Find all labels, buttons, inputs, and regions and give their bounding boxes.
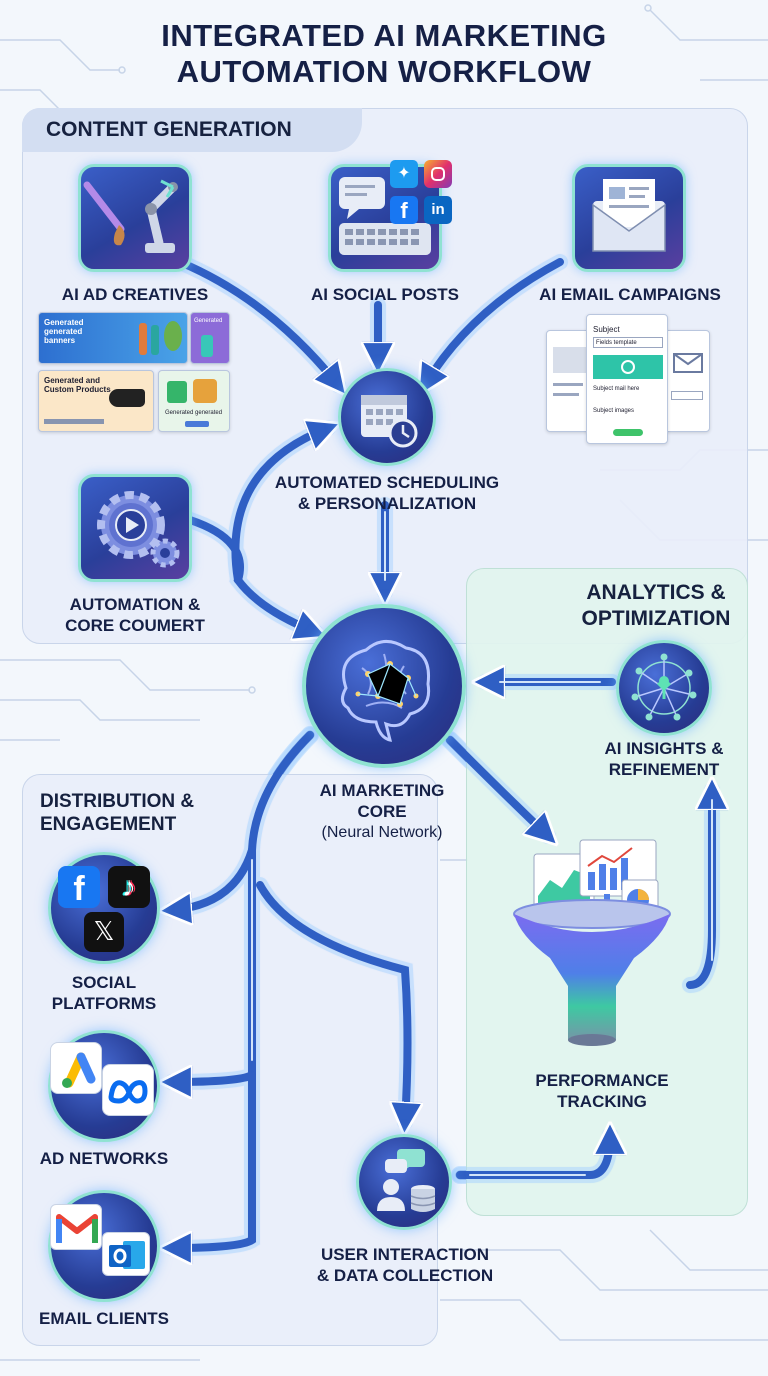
ad-creatives-node — [78, 164, 192, 272]
social-platforms-label: SOCIAL PLATFORMS — [51, 973, 157, 1013]
ad-networks-label: AD NETWORKS — [39, 1149, 169, 1168]
ad-creatives-label: AI AD CREATIVES — [61, 285, 209, 304]
user-interaction-label: USER INTERACTION & DATA COLLECTION — [316, 1245, 494, 1285]
section-content-generation: CONTENT GENERATION — [46, 118, 292, 141]
section-distribution: DISTRIBUTION & ENGAGEMENT — [40, 791, 195, 835]
email-mockup-right — [664, 330, 710, 432]
automation-node — [78, 474, 192, 582]
x-icon: 𝕏 — [84, 912, 124, 952]
funnel-chart-icon — [513, 839, 671, 1046]
scheduling-label: AUTOMATED SCHEDULING & PERSONALIZATION — [274, 473, 500, 513]
email-mockup-center: Subject Fields template Subject mail her… — [586, 314, 668, 444]
facebook-icon: f — [58, 866, 100, 908]
insights-node — [616, 640, 712, 736]
meta-icon — [102, 1064, 154, 1116]
email-campaigns-node — [572, 164, 686, 272]
automation-label: AUTOMATION & CORE COUMERT — [65, 595, 205, 635]
envelope-icon — [592, 179, 666, 252]
outlook-icon — [102, 1232, 150, 1276]
title-line-2: AUTOMATION WORKFLOW — [176, 54, 592, 89]
section-analytics: ANALYTICS & OPTIMIZATION — [581, 581, 731, 630]
email-mockup-left — [546, 330, 592, 432]
page-title: INTEGRATED AI MARKETING AUTOMATION WORKF… — [0, 18, 768, 90]
content-generation-tab — [22, 108, 362, 152]
email-clients-label: EMAIL CLIENTS — [38, 1309, 170, 1328]
brain-network-icon — [341, 640, 431, 742]
performance-label: PERFORMANCE TRACKING — [535, 1071, 669, 1111]
linkedin-icon: in — [424, 196, 452, 224]
ad-banner-mockup-2: Generated — [190, 312, 230, 364]
social-posts-label: AI SOCIAL POSTS — [311, 285, 459, 304]
instagram-icon — [424, 160, 452, 188]
keyboard-chat-icon — [339, 177, 431, 255]
neural-tree-icon — [631, 653, 697, 721]
social-posts-node — [328, 164, 442, 272]
facebook-icon: f — [390, 196, 418, 224]
scheduling-node — [338, 368, 436, 466]
gear-play-icon — [97, 491, 180, 568]
email-campaigns-label: AI EMAIL CAMPAIGNS — [539, 285, 721, 304]
twitter-icon: ✦ — [390, 160, 418, 188]
tiktok-icon: ♪ — [108, 866, 150, 908]
title-line-1: INTEGRATED AI MARKETING — [161, 18, 607, 53]
ai-core-node — [302, 604, 466, 768]
ad-banner-mockup-4: Generated generated — [158, 370, 230, 432]
insights-label: AI INSIGHTS & REFINEMENT — [604, 739, 724, 779]
google-ads-icon — [50, 1042, 102, 1094]
gmail-icon — [50, 1204, 102, 1250]
user-interaction-node — [356, 1134, 452, 1230]
calendar-clock-icon — [361, 395, 418, 448]
ai-core-label: AI MARKETING CORE (Neural Network) — [319, 781, 445, 841]
user-chat-database-icon — [377, 1149, 436, 1212]
paintbrush-robot-arm-icon — [83, 179, 178, 253]
